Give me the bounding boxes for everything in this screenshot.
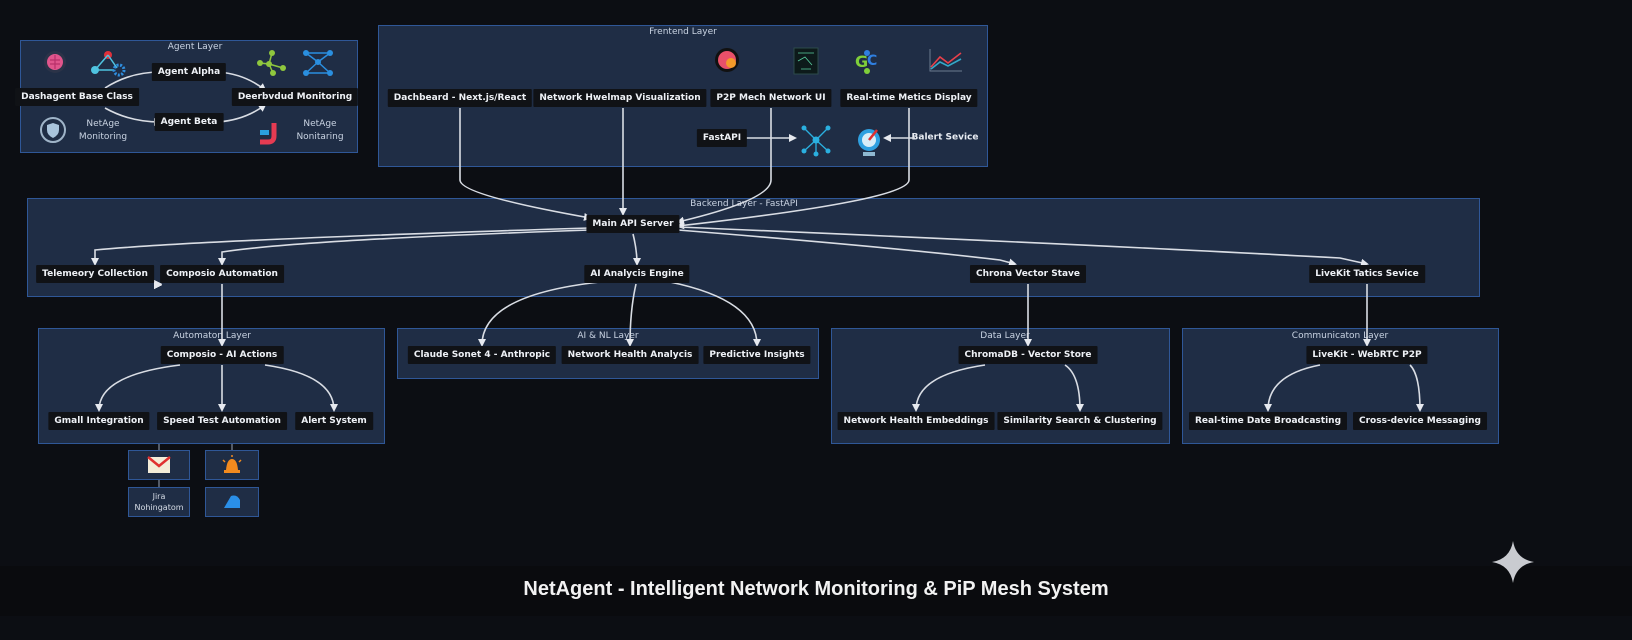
svg-text:G: G [855,52,868,71]
node-metrics-display[interactable]: Real-time Metics Display [840,89,978,107]
brain-icon [715,48,739,72]
network-nodes-icon [801,125,831,157]
node-predictive-insights[interactable]: Predictive Insights [703,346,811,364]
node-realtime-broadcasting[interactable]: Real-time Date Broadcasting [1188,412,1348,430]
line-chart-icon [929,49,962,72]
sparkle-icon [1492,541,1534,583]
label-alert-service: Balert Sevice [911,132,979,143]
node-livekit-webrtc[interactable]: LiveKit - WebRTC P2P [1306,346,1428,364]
node-agent-beta[interactable]: Agent Beta [154,113,224,131]
gmail-icon-box [128,450,190,480]
blue-shape-icon [224,495,240,508]
shield-icon [40,117,66,143]
diagram-title: NetAgent - Intelligent Network Monitorin… [523,578,1109,600]
label-netage-monitoring-left: NetAge Monitoring [78,119,128,142]
node-agent-alpha[interactable]: Agent Alpha [151,63,227,81]
node-composio-automation[interactable]: Composio Automation [160,265,284,283]
node-network-health-analysis[interactable]: Network Health Analycis [561,346,699,364]
blue-shape-icon-box [205,487,259,517]
jira-icon-box: Jira Nohingatom [128,487,190,517]
node-alert-system[interactable]: Alert System [295,412,373,430]
node-telemetry-collection[interactable]: Telemeory Collection [36,265,154,283]
backend-layer-title: Backend Layer - FastAPI [690,199,798,209]
brain-icon [44,51,66,73]
node-claude-sonnet[interactable]: Claude Sonet 4 - Anthropic [407,346,557,364]
footer-bar [0,566,1632,616]
gc-logo-icon: GC [855,50,877,74]
node-dashboard[interactable]: Dachbeard - Next.js/React [387,89,533,107]
automation-layer-title: Automaton Layer [173,331,251,341]
node-composio-ai-actions[interactable]: Composio - AI Actions [160,346,284,364]
node-fastapi[interactable]: FastAPI [696,129,748,147]
node-base-class[interactable]: Dashagent Base Class [15,88,139,106]
bell-icon [222,455,242,473]
green-graph-icon [257,50,286,76]
data-layer-title: Data Layer [980,331,1030,341]
node-health-embeddings[interactable]: Network Health Embeddings [837,412,995,430]
node-ai-analysis-engine[interactable]: AI Analycis Engine [584,265,690,283]
matrix-icon [793,47,819,75]
ai-nl-layer-title: AI & NL Layer [577,331,639,341]
node-chroma-vector-store[interactable]: Chrona Vector Stave [969,265,1087,283]
network-gear-icon [91,51,126,77]
node-speed-test-automation[interactable]: Speed Test Automation [157,412,287,430]
node-livekit-service[interactable]: LiveKit Tatics Sevice [1309,265,1425,283]
node-main-api-server[interactable]: Main API Server [586,215,680,233]
bell-icon-box [205,450,259,480]
node-chromadb[interactable]: ChromaDB - Vector Store [958,346,1098,364]
envelope-icon [147,456,171,473]
node-p2p-mesh-ui[interactable]: P2P Mech Network UI [710,89,832,107]
frontend-layer-title: Frentend Layer [649,27,717,37]
node-gmail-integration[interactable]: Gmall Integration [48,412,150,430]
label-netage-monitoring-right: NetAge Nonitaring [296,119,344,142]
node-similarity-search[interactable]: Similarity Search & Clustering [997,412,1163,430]
communication-layer-title: Communicaton Layer [1291,331,1389,341]
agent-layer-title: Agent Layer [167,42,223,52]
node-decentralized-monitoring[interactable]: Deerbvdud Monitoring [231,88,359,106]
node-heatmap[interactable]: Network Hwelmap Visualization [533,89,707,107]
node-cross-device-messaging[interactable]: Cross-device Messaging [1353,412,1487,430]
gauge-icon [858,129,880,156]
blue-graph-icon [303,50,333,76]
red-logo-icon [260,123,277,145]
svg-text:C: C [867,53,877,69]
